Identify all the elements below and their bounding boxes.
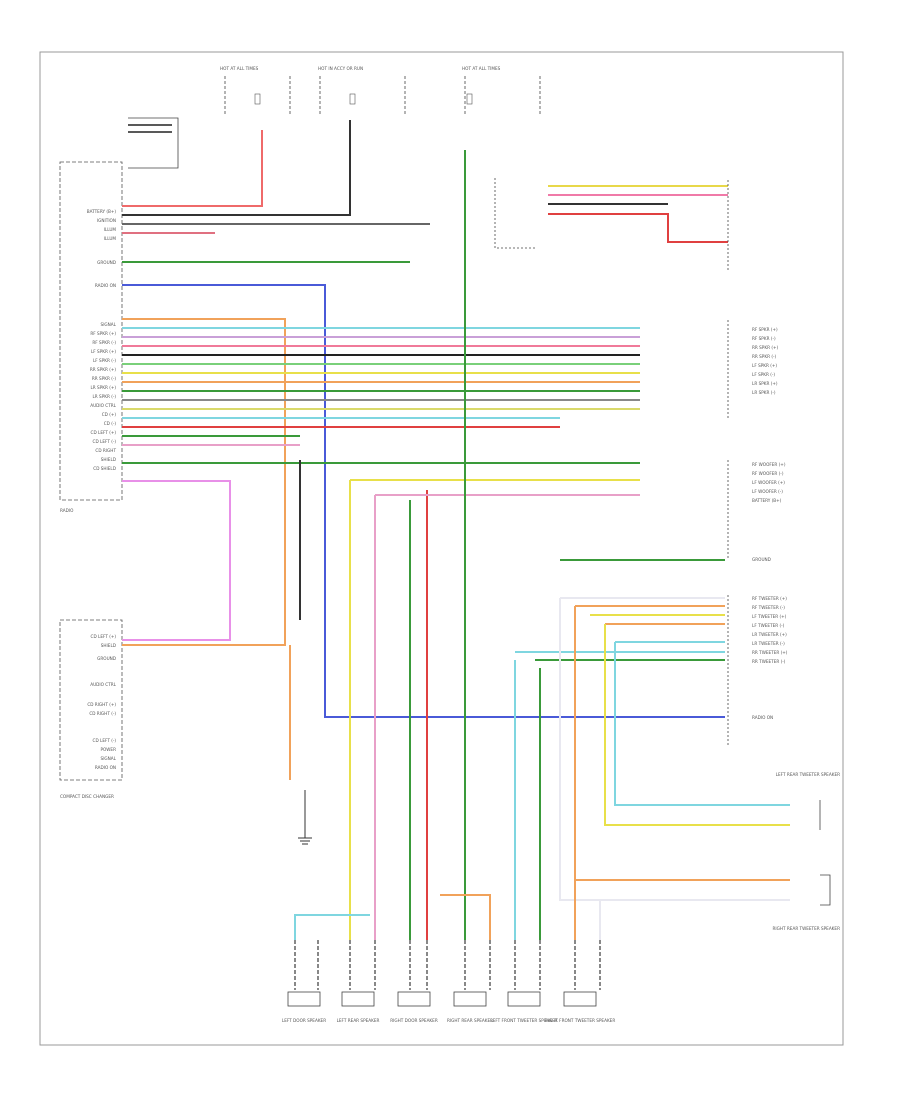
speaker-label: RIGHT REAR SPEAKER [447, 1018, 493, 1023]
radio-pin: IGNITION [97, 218, 116, 223]
radio-speaker-wires [122, 318, 640, 646]
radio-pin: LF SPKR (+) [91, 349, 116, 354]
ground-symbol [298, 790, 312, 845]
right-pin: RF TWEETER (+) [752, 596, 787, 601]
radio-power-wires [122, 120, 725, 718]
speaker-right-door: RIGHT DOOR SPEAKER [390, 991, 438, 1023]
right-pin: RF TWEETER (-) [752, 605, 785, 610]
radio-pin: LR SPKR (-) [92, 394, 116, 399]
radio-pin: CD (-) [104, 421, 117, 426]
speaker-leads [294, 660, 601, 940]
right-pin: LF SPKR (+) [752, 363, 777, 368]
right-pin: LR TWEETER (+) [752, 632, 787, 637]
radio-pin: CD SHIELD [93, 466, 116, 471]
fuse-label-2: HOT IN ACCY OR RUN [318, 66, 363, 71]
fuse-label-3: HOT AT ALL TIMES [462, 66, 501, 71]
right-pins-upper: RF SPKR (+) RF SPKR (-) RR SPKR (+) RR S… [727, 320, 778, 420]
right-pins-lower: RF TWEETER (+) RF TWEETER (-) LF TWEETER… [515, 595, 788, 745]
radio-pin: ILLUM [104, 227, 117, 232]
speaker-right-rear: RIGHT REAR SPEAKER [447, 991, 493, 1023]
ground-label: GROUND [752, 557, 771, 562]
rear-tweeters: LEFT REAR TWEETER SPEAKER RIGHT REAR TWE… [559, 598, 840, 931]
right-pin: RF SPKR (-) [752, 336, 776, 341]
speaker-group: LEFT DOOR SPEAKER LEFT REAR SPEAKER RIGH… [282, 991, 616, 1023]
fuse-block-3: HOT AT ALL TIMES [462, 66, 541, 116]
cd-pin: CD RIGHT (-) [89, 711, 116, 716]
speaker-left-door: LEFT DOOR SPEAKER [282, 991, 326, 1023]
diagram-frame [39, 51, 844, 1046]
right-pin: LF WOOFER (+) [752, 480, 785, 485]
radio-pin: BATTERY (B+) [87, 209, 117, 214]
right-pin: LR TWEETER (-) [752, 641, 785, 646]
fuse-block-2: HOT IN ACCY OR RUN [318, 66, 406, 116]
speaker-right-front-tweeter: RIGHT FRONT TWEETER SPEAKER [545, 991, 616, 1023]
right-pin: RR SPKR (-) [752, 354, 776, 359]
radio-pin: GROUND [97, 260, 116, 265]
right-pin: RR SPKR (+) [752, 345, 778, 350]
tweeter-label: LEFT REAR TWEETER SPEAKER [776, 772, 840, 777]
cd-pin: RADIO ON [95, 765, 116, 770]
cd-changer-label: COMPACT DISC CHANGER [60, 794, 114, 799]
right-pin: LR SPKR (+) [752, 381, 778, 386]
radio-label: RADIO [60, 508, 74, 513]
radio-upper-pins: BATTERY (B+) IGNITION ILLUM ILLUM GROUND… [87, 209, 117, 288]
radio-pin: CD LEFT (+) [91, 430, 117, 435]
cd-pin: SIGNAL [101, 756, 117, 761]
right-pin: LR SPKR (-) [752, 390, 776, 395]
cd-pin: POWER [100, 747, 116, 752]
tweeter-label: RIGHT REAR TWEETER SPEAKER [772, 926, 840, 931]
right-pin: RR TWEETER (-) [752, 659, 786, 664]
radio-pin: CD (+) [102, 412, 117, 417]
right-pin: LF SPKR (-) [752, 372, 775, 377]
speaker-label: RIGHT DOOR SPEAKER [390, 1018, 438, 1023]
speaker-risers [289, 150, 640, 940]
radio-pin: ILLUM [104, 236, 117, 241]
cd-pin: CD LEFT (-) [93, 738, 117, 743]
radio-pin: RF SPKR (+) [90, 331, 116, 336]
right-pin: LF WOOFER (-) [752, 489, 783, 494]
radio-pin: AUDIO CTRL [90, 403, 116, 408]
right-pin: BATTERY (B+) [752, 498, 782, 503]
speaker-terminals [294, 940, 601, 990]
speaker-left-rear: LEFT REAR SPEAKER [337, 991, 380, 1023]
radio-pin: RF SPKR (-) [92, 340, 116, 345]
right-pins-middle: RF WOOFER (+) RF WOOFER (-) LF WOOFER (+… [560, 460, 786, 562]
cd-pin: CD RIGHT (+) [87, 702, 116, 707]
radio-module: RADIO BATTERY (B+) IGNITION ILLUM ILLUM … [59, 161, 123, 513]
right-pin: RF SPKR (+) [752, 327, 778, 332]
fuse-block-1: HOT AT ALL TIMES [220, 66, 291, 116]
radio-pin: RR SPKR (-) [92, 376, 116, 381]
cd-pin: SHIELD [101, 643, 116, 648]
cd-changer-module: COMPACT DISC CHANGER CD LEFT (+) SHIELD … [59, 619, 123, 799]
right-pin: LF TWEETER (-) [752, 623, 785, 628]
radio-pin: LR SPKR (+) [90, 385, 116, 390]
radio-on-label: RADIO ON [752, 715, 773, 720]
radio-pin: CD LEFT (-) [93, 439, 117, 444]
radio-pin: CD RIGHT [95, 448, 116, 453]
radio-pin: SIGNAL [101, 322, 117, 327]
radio-pin: SHIELD [101, 457, 116, 462]
speaker-label: RIGHT FRONT TWEETER SPEAKER [545, 1018, 616, 1023]
radio-pin: RADIO ON [95, 283, 116, 288]
radio-pin: LF SPKR (-) [93, 358, 116, 363]
speaker-label: LEFT REAR SPEAKER [337, 1018, 380, 1023]
right-pin: LF TWEETER (+) [752, 614, 787, 619]
right-pin: RF WOOFER (+) [752, 462, 786, 467]
speaker-left-front-tweeter: LEFT FRONT TWEETER SPEAKER [490, 991, 558, 1023]
cd-pin: CD LEFT (+) [91, 634, 117, 639]
right-pin: RR TWEETER (+) [752, 650, 788, 655]
cd-pin: GROUND [97, 656, 116, 661]
cd-pin: AUDIO CTRL [90, 682, 116, 687]
radio-pin: RR SPKR (+) [90, 367, 116, 372]
right-pin: RF WOOFER (-) [752, 471, 784, 476]
speaker-label: LEFT DOOR SPEAKER [282, 1018, 326, 1023]
fuse-label-1: HOT AT ALL TIMES [220, 66, 259, 71]
speaker-label: LEFT FRONT TWEETER SPEAKER [490, 1018, 557, 1023]
radio-lower-pins: SIGNAL RF SPKR (+) RF SPKR (-) LF SPKR (… [90, 322, 117, 471]
